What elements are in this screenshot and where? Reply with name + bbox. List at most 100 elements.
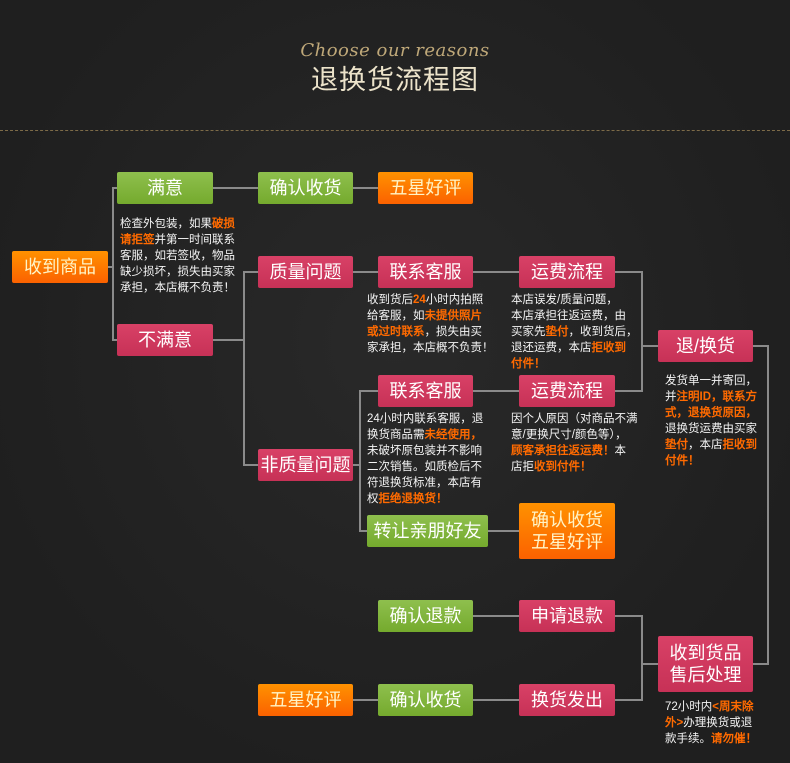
note-line: 家承担，本店概不负责！: [367, 340, 494, 356]
note-line: 检查外包装，如果破损: [120, 216, 235, 232]
note-highlight-text: 拒收到: [722, 439, 758, 451]
quality-issue-node: 质量问题: [258, 256, 353, 288]
note-line: 买家先垫付，收到货后，: [511, 324, 638, 340]
node-label: 收到商品: [24, 257, 96, 277]
note-text: 检查外包装，如果: [120, 218, 212, 230]
note-text: 本: [614, 445, 627, 457]
node-label-line-1: 确认收货: [531, 510, 603, 530]
confirm-receipt-node: 确认收货: [258, 172, 353, 204]
non-quality-contact-note: 24小时内联系客服，退换货商品需未经使用，未破坏原包装并不影响二次销售。如质检后…: [367, 411, 483, 507]
quality-shipping-process-node: 运费流程: [519, 256, 615, 288]
note-line: 请拒签并第一时间联系: [120, 232, 235, 248]
note-line: 付件！: [665, 453, 757, 469]
note-line: 式，退换货原因，: [665, 405, 757, 421]
note-line: 符退换货标准，本店有: [367, 475, 483, 491]
note-line: 付件！: [511, 356, 638, 372]
node-label-line-2: 售后处理: [669, 665, 742, 685]
note-highlight-text: 外>: [665, 717, 684, 729]
node-label: 五星好评: [389, 178, 462, 198]
note-highlight-text: 请勿催！: [711, 733, 757, 745]
note-line: 权拒绝退换货！: [367, 491, 483, 507]
note-highlight-text: 破损: [212, 218, 235, 230]
note-line: 给客服，如未提供照片: [367, 308, 494, 324]
note-line: 承担，本店概不负责！: [120, 280, 235, 296]
note-text: 本店误发/质量问题，: [511, 294, 618, 306]
note-text: ，损失由买: [424, 326, 483, 338]
note-line: 退还运费，本店拒收到: [511, 340, 638, 356]
note-line: 或过时联系，损失由买: [367, 324, 494, 340]
node-label: 申请退款: [531, 606, 603, 626]
note-line: 客服，如若签收，物品: [120, 248, 235, 264]
note-text: 72小时内: [665, 701, 713, 713]
dashed-divider: [0, 130, 790, 131]
note-text: 符退换货标准，本店有: [367, 477, 482, 489]
note-highlight-text: 垫付: [545, 326, 569, 338]
node-label: 不满意: [138, 330, 192, 350]
unsatisfied-node: 不满意: [117, 324, 213, 356]
non-quality-issue-node: 非质量问题: [258, 449, 353, 481]
note-text: 店拒: [511, 461, 534, 473]
after-sales-node: 收到货品 售后处理: [658, 636, 753, 692]
note-line: 本店承担往返运费，由: [511, 308, 638, 324]
note-line: 换货商品需未经使用，: [367, 427, 483, 443]
node-label: 联系客服: [389, 381, 462, 401]
satisfied-note: 检查外包装，如果破损请拒签并第一时间联系客服，如若签收，物品缺少损坏，损失由买家…: [120, 216, 235, 296]
note-text: 款手续。: [665, 733, 711, 745]
note-line: 未破坏原包装并不影响: [367, 443, 483, 459]
note-text: 因个人原因（对商品不满: [511, 413, 638, 425]
transfer-to-friends-node: 转让亲朋好友: [367, 515, 488, 547]
note-line: 本店误发/质量问题，: [511, 292, 638, 308]
satisfied-node: 满意: [117, 172, 213, 204]
note-text: 给客服，如: [367, 310, 425, 322]
return-exchange-node: 退/换货: [658, 330, 753, 362]
note-highlight-text: 注明ID，联系方: [676, 391, 758, 403]
note-text: 换货商品需: [367, 429, 425, 441]
note-text: 客服，如若签收，物品: [120, 250, 235, 262]
node-label: 退/换货: [675, 336, 735, 356]
node-label: 确认退款: [389, 606, 462, 626]
note-text: 并第一时间联系: [154, 234, 236, 246]
node-label: 换货发出: [531, 690, 603, 710]
quality-contact-note: 收到货后24小时内拍照给客服，如未提供照片或过时联系，损失由买家承担，本店概不负…: [367, 292, 494, 356]
note-text: 承担，本店概不负责！: [120, 282, 235, 294]
note-text: 未破坏原包装并不影响: [367, 445, 482, 457]
note-highlight-text: 未提供照片: [424, 310, 483, 322]
note-highlight-text: 垫付: [665, 439, 688, 451]
note-line: 垫付，本店拒收到: [665, 437, 757, 453]
node-label: 转让亲朋好友: [373, 521, 482, 541]
node-label: 五星好评: [269, 690, 342, 710]
note-line: 外>办理换货或退: [665, 715, 757, 731]
note-highlight-text: 拒绝退换货！: [378, 493, 448, 505]
note-text: 二次销售。如质检后不: [367, 461, 482, 473]
note-highlight-text: 未经使用，: [424, 429, 483, 441]
note-text: 家承担，本店概不负责！: [367, 342, 494, 354]
note-text: 本店承担往返运费，由: [511, 310, 626, 322]
node-label: 非质量问题: [260, 455, 351, 475]
note-text: 权: [367, 493, 379, 505]
note-text: 办理换货或退: [683, 717, 753, 729]
note-line: 二次销售。如质检后不: [367, 459, 483, 475]
note-line: 店拒收到付件！: [511, 459, 638, 475]
note-text: 意/更换尺寸/颜色等），: [511, 429, 627, 441]
note-line: 款手续。请勿催！: [665, 731, 757, 747]
non-quality-contact-service-node: 联系客服: [378, 375, 473, 407]
node-label: 确认收货: [269, 178, 342, 198]
connector-nonquality-branch: [353, 390, 378, 532]
connector-return-to-after-sales: [753, 345, 769, 665]
note-line: 因个人原因（对商品不满: [511, 411, 638, 427]
note-highlight-text: 收到付件！: [534, 461, 592, 473]
note-text: ，收到货后，: [568, 326, 638, 338]
note-highlight-text: 或过时联系: [367, 326, 425, 338]
script-subtitle: Choose our reasons: [300, 40, 490, 61]
after-sales-note: 72小时内<周末除外>办理换货或退款手续。请勿催！: [665, 699, 757, 747]
non-quality-shipping-note: 因个人原因（对商品不满意/更换尺寸/颜色等），顾客承担往返运费！本店拒收到付件！: [511, 411, 638, 475]
note-highlight-text: 拒收到: [591, 342, 627, 354]
node-label: 运费流程: [531, 262, 603, 282]
note-highlight-text: 付件！: [511, 358, 546, 370]
note-line: 并注明ID，联系方: [665, 389, 757, 405]
connector-unsatisfied-branch: [213, 271, 258, 466]
connector-after-sales-merge: [615, 615, 658, 701]
exchange-shipped-node: 换货发出: [519, 684, 615, 716]
node-label: 运费流程: [531, 381, 603, 401]
note-text: 买家先: [511, 326, 546, 338]
